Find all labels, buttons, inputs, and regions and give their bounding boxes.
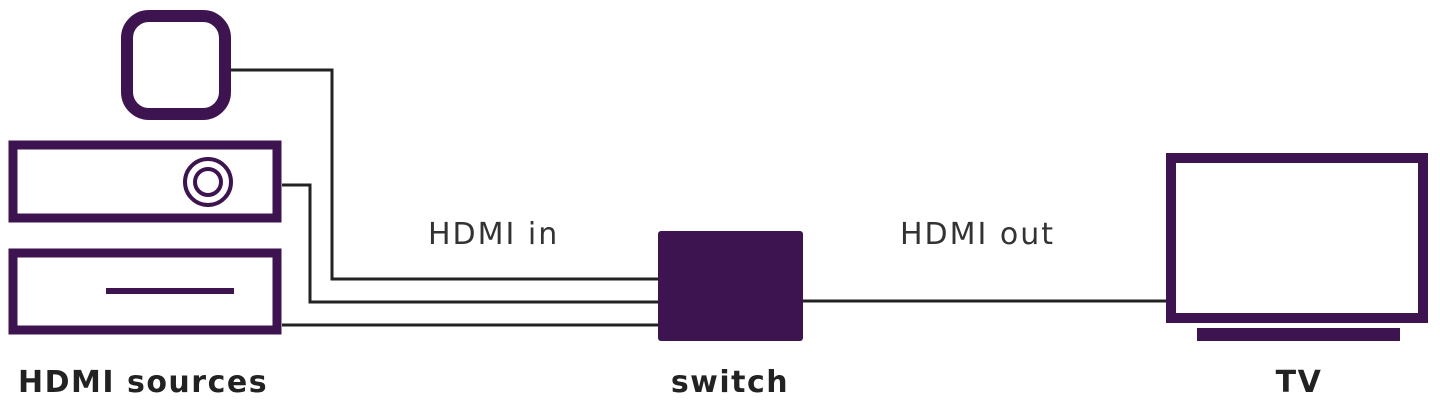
media-player-icon (8, 248, 282, 335)
streaming-box-icon (121, 10, 231, 120)
knob-icon (183, 157, 233, 207)
av-receiver-icon (8, 140, 282, 223)
tv-icon (1166, 153, 1428, 341)
sources-label: HDMI sources (18, 365, 268, 400)
hdmi-in-label: HDMI in (428, 217, 559, 252)
tv-label: TV (1276, 365, 1323, 400)
cable-streaming-box (230, 68, 660, 281)
hdmi-out-label: HDMI out (900, 217, 1055, 252)
hdmi-cables (230, 68, 1170, 327)
tv-screen-icon (1166, 153, 1428, 323)
switch-box-icon (658, 231, 803, 341)
switch-label: switch (671, 365, 789, 400)
tv-stand-icon (1197, 328, 1400, 341)
cable-receiver (282, 183, 660, 304)
hdmi-sources (8, 10, 282, 335)
